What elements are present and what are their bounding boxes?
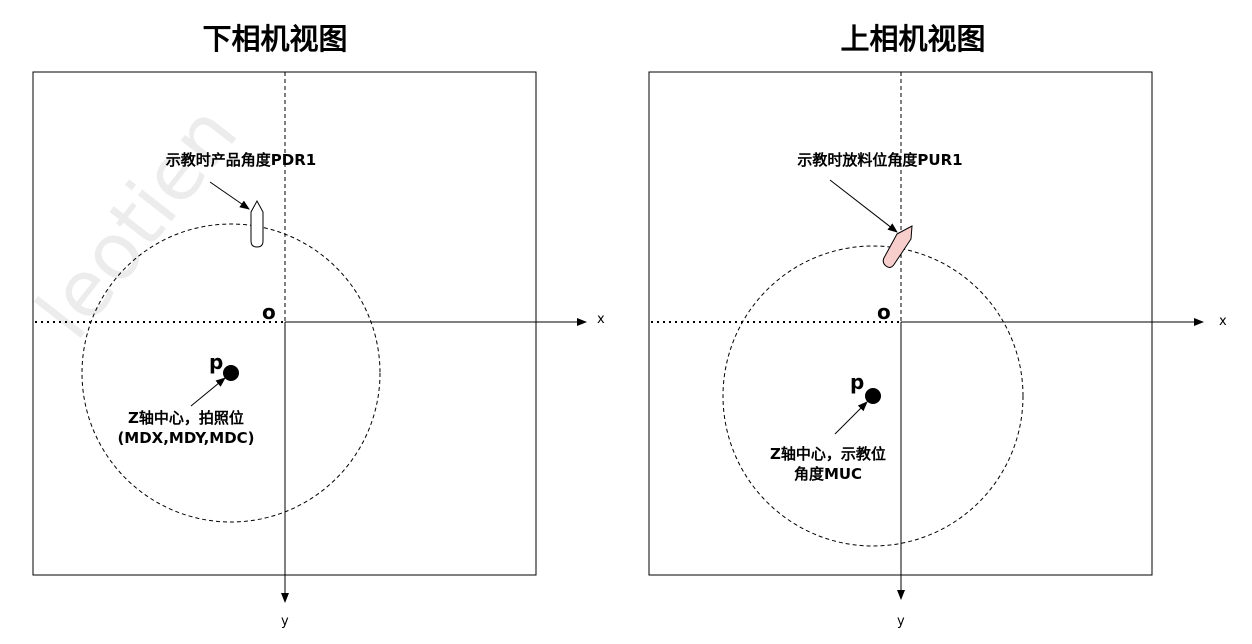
right-y-axis-label: y [897, 614, 905, 629]
right-point-description-line1: Z轴中心，示教位 [770, 445, 886, 463]
right-point-description: Z轴中心，示教位 角度MUC [748, 444, 908, 484]
right-origin-label: o [877, 300, 891, 324]
left-product-shape [250, 199, 264, 248]
left-point-arrow [190, 377, 226, 407]
left-view-title: 下相机视图 [202, 22, 348, 56]
left-product-arrow [209, 181, 250, 210]
left-origin-label: o [262, 300, 276, 324]
right-point-p [865, 388, 881, 404]
right-product-shape [882, 225, 913, 268]
right-product-arrow [829, 179, 898, 233]
left-y-axis-label: y [281, 614, 289, 629]
right-point-label: p [850, 370, 865, 394]
right-point-description-line2: 角度MUC [793, 465, 863, 483]
left-point-p [223, 365, 239, 381]
left-point-description-line1: Z轴中心，拍照位 [128, 409, 244, 427]
right-point-arrow [834, 401, 868, 435]
left-point-description: Z轴中心，拍照位 (MDX,MDY,MDC) [106, 408, 266, 448]
left-x-axis-label: x [597, 312, 605, 327]
left-point-label: p [209, 350, 224, 374]
left-rotation-circle [81, 223, 381, 523]
left-product-angle-label: 示教时产品角度PDR1 [165, 151, 317, 169]
right-view-title: 上相机视图 [840, 22, 986, 56]
left-point-description-line2: (MDX,MDY,MDC) [117, 429, 255, 447]
right-product-angle-label: 示教时放料位角度PUR1 [797, 151, 963, 169]
right-x-axis-label: x [1219, 314, 1227, 329]
right-rotation-circle [722, 245, 1024, 547]
